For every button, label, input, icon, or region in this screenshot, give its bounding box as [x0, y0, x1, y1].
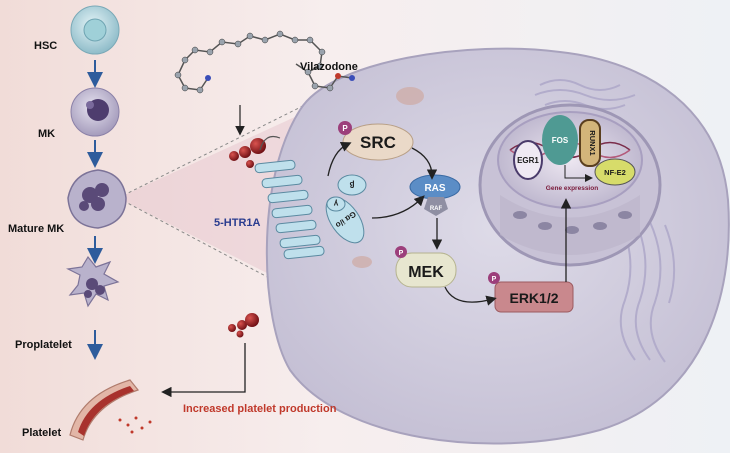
- drug-label: Vilazodone: [300, 61, 358, 73]
- mek-phospho-label: P: [399, 250, 404, 257]
- outcome-label: Increased platelet production: [183, 403, 337, 415]
- mitochondrion: [396, 87, 424, 105]
- stage-hsc-label: HSC: [34, 40, 57, 52]
- stage-platelet-vessel: [69, 379, 152, 441]
- outcome-arrow: [161, 343, 246, 398]
- src-label: SRC: [360, 133, 396, 152]
- raf-label: RAF: [430, 206, 443, 212]
- stage-mk: [70, 87, 120, 137]
- cell-body: [265, 47, 730, 445]
- pathway-arrows: [327, 142, 572, 306]
- vilazodone-molecule: [174, 30, 355, 94]
- g-protein: [325, 174, 367, 244]
- src-phospho-label: P: [342, 124, 348, 133]
- erk-label: ERK1/2: [509, 290, 558, 306]
- zoom-line-bottom: [117, 197, 346, 319]
- factor-egr1: EGR1: [513, 140, 543, 180]
- mitochondrion-2: [352, 256, 372, 268]
- node-src: [338, 121, 414, 161]
- factor-nfe2-label: NF-E2: [604, 168, 626, 177]
- factor-runx1: RUNX1: [579, 119, 601, 167]
- stage-mature-mk: [67, 169, 127, 229]
- mek-label: MEK: [408, 264, 444, 281]
- receptor-5htr1a: [254, 135, 325, 260]
- gene-expression-label: Gene expression: [546, 185, 598, 192]
- factor-nfe2: NF-E2: [594, 158, 636, 186]
- stage-platelet-label: Platelet: [22, 427, 61, 439]
- stage-hsc: [70, 5, 120, 55]
- node-mek: [395, 246, 457, 288]
- node-ras: [409, 174, 461, 216]
- factor-fos: FOS: [542, 115, 578, 165]
- ligand-cluster-lower: [228, 313, 259, 338]
- stage-proplatelet: [66, 255, 120, 308]
- stage-mature-mk-label: Mature MK: [8, 223, 64, 235]
- factor-runx1-label: RUNX1: [588, 130, 597, 155]
- stage-mk-label: MK: [38, 128, 55, 140]
- g-gamma-label: γ: [333, 199, 338, 208]
- stage-proplatelet-label: Proplatelet: [15, 339, 72, 351]
- gene-expression-arrow: [564, 165, 593, 182]
- ras-label: RAS: [424, 183, 445, 194]
- ligand-cluster: [229, 138, 266, 168]
- receptor-label: 5-HTR1A: [214, 217, 261, 229]
- g-beta-label: β: [349, 180, 354, 189]
- factor-fos-label: FOS: [552, 136, 569, 145]
- factor-egr1-label: EGR1: [517, 156, 539, 165]
- erk-phospho-label: P: [492, 276, 497, 283]
